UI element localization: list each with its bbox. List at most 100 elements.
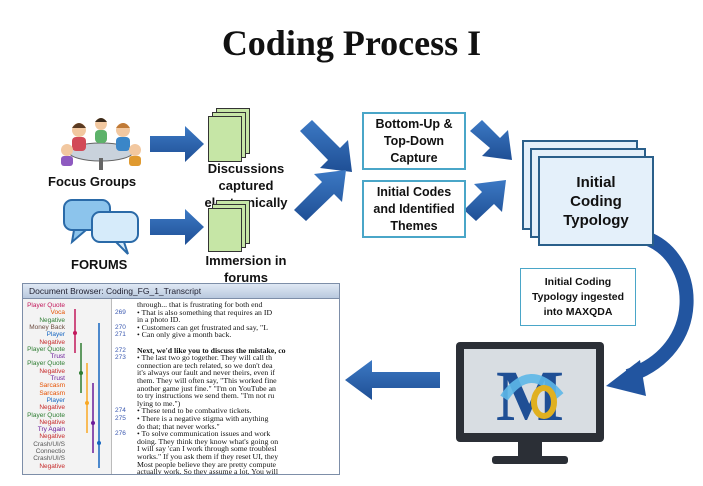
line-text: them. They will often say, "This worked … [137, 376, 277, 385]
arrow-discussions-to-capture [300, 120, 352, 172]
code-label[interactable]: Trust [50, 353, 65, 361]
transcript-line: 273• The last two go together. They will… [115, 353, 339, 362]
line-text: actually work. So they assume a lot. You… [137, 467, 278, 475]
code-label[interactable]: Negative [39, 338, 65, 346]
code-label[interactable]: Negative [39, 418, 65, 426]
line-number: 274 [115, 407, 126, 415]
code-label[interactable]: Negative [39, 462, 65, 470]
line-text: it's always our fault and never theirs, … [137, 368, 276, 378]
document-browser-titlebar: Document Browser: Coding_FG_1_Transcript [23, 284, 339, 299]
line-text: I will say 'can I work through some trou… [137, 444, 277, 454]
line-text: to try instructions we send them. "I'm n… [137, 391, 275, 401]
code-label[interactable]: Connectio [35, 448, 65, 455]
code-label[interactable]: Player Quote [27, 360, 65, 368]
themes-line-3: Themes [390, 218, 438, 233]
code-label[interactable]: Negative [39, 404, 65, 412]
line-text: doing. They think they know what's going… [137, 436, 279, 446]
typology-card-front: Initial Coding Typology [538, 156, 654, 246]
typology-line-2: Coding [570, 192, 622, 210]
code-label[interactable]: Sarcasm [39, 389, 65, 397]
line-text: works." If you ask them if they reset UI… [137, 452, 279, 461]
discussions-line-2: captured [218, 178, 274, 193]
line-number: 275 [115, 415, 126, 422]
page-title: Coding Process I [221, 23, 482, 63]
transcript-line: doing. They think they know what's going… [115, 436, 339, 446]
code-label[interactable]: Player [46, 331, 65, 339]
transcript-line: 271 • Can only give a month back. [115, 330, 339, 340]
code-label[interactable]: Player Quote [27, 345, 65, 353]
transcript-line: 275 • There is a negative stigma with any… [115, 414, 339, 423]
transcript-line: Most people believe they are pretty comp… [115, 459, 339, 469]
ingest-line-1: Initial Coding [544, 275, 612, 288]
line-text: • Can only give a month back. [137, 330, 232, 340]
forums-label: FORUMS [71, 257, 128, 272]
arrow-immersion-to-themes [294, 170, 346, 221]
typology-line-3: Typology [563, 211, 629, 229]
code-label[interactable]: Negative [39, 367, 65, 375]
transcript-line: do that; that never works." [115, 422, 339, 431]
immersion-label: Immersion in forums [196, 252, 296, 286]
arrow-capture-to-typology [470, 120, 512, 160]
line-number: 270 [115, 323, 126, 331]
arrow-maxqda-to-screenshot [345, 360, 440, 400]
discussions-line-1: Discussions [207, 161, 285, 176]
arrow-themes-to-typology [464, 180, 506, 221]
transcript-line: lying to me.") [115, 399, 339, 408]
transcript-line: actually work. So they assume a lot. You… [115, 467, 339, 475]
code-label[interactable]: Sarcasm [39, 382, 65, 390]
line-text: • Customers can get frustrated and say, … [137, 322, 268, 332]
code-label[interactable]: Crash/UI/S [33, 440, 65, 448]
maxqda-monitor-icon: M [456, 342, 604, 464]
line-text: Next, we'd like you to discuss the mista… [137, 345, 286, 355]
code-label[interactable]: Player Quote [27, 411, 65, 419]
themes-line-1: Initial Codes [376, 184, 452, 199]
code-label[interactable]: Money Back [29, 323, 65, 331]
transcript-line: 270 • Customers can get frustrated and sa… [115, 322, 339, 332]
capture-line-3: Capture [390, 150, 438, 165]
line-text: • That is also something that requires a… [137, 307, 273, 317]
immersion-line-2: forums [223, 270, 269, 285]
line-number: 271 [115, 331, 126, 339]
themes-box: Initial Codes and Identified Themes [362, 180, 466, 238]
transcript-line: in a photo ID. [115, 315, 339, 324]
code-label[interactable]: Negative [39, 433, 65, 441]
line-number: 276 [115, 430, 126, 438]
ingest-box: Initial Coding Typology ingested into MA… [520, 268, 636, 326]
code-label[interactable]: Voca [50, 309, 65, 317]
line-text: • These tend to be combative tickets. [137, 406, 252, 416]
code-label[interactable]: Try Again [37, 426, 65, 434]
ingest-line-2: Typology ingested [532, 290, 624, 303]
capture-line-1: Bottom-Up & [375, 116, 453, 131]
arrow-curve-head [606, 360, 646, 396]
line-text: Most people believe they are pretty comp… [137, 459, 276, 469]
code-label[interactable]: Player Quote [27, 302, 65, 309]
transcript-line: them. They will often say, "This worked … [115, 376, 339, 385]
code-label[interactable]: Player [46, 396, 65, 404]
transcript-line: 276 • To solve communication issues and w… [115, 429, 339, 439]
transcript-line: it's always our fault and never theirs, … [115, 368, 339, 378]
code-label[interactable]: Negative [39, 316, 65, 324]
arrow-focus-to-discussions [150, 126, 204, 162]
ingest-line-3: into MAXQDA [543, 305, 613, 318]
transcript-line: connection are tech related, so we don't… [115, 360, 339, 370]
themes-line-2: and Identified [373, 201, 455, 216]
line-text: • To solve communication issues and work [137, 429, 271, 439]
doc-card-front [208, 208, 242, 252]
transcript-line: to try instructions we send them. "I'm n… [115, 391, 339, 401]
line-text: another game just fine." "I'm on YouTube… [137, 383, 276, 393]
line-number: 269 [115, 308, 126, 316]
code-label[interactable]: Crash/UI/S [33, 455, 65, 463]
line-number: 273 [115, 354, 126, 362]
code-brackets [73, 309, 101, 468]
code-label[interactable]: Trust [50, 375, 65, 382]
line-text: • There is a negative stigma with anythi… [137, 414, 269, 423]
doc-card-front [208, 116, 242, 162]
line-text: connection are tech related, so we don't… [137, 360, 273, 370]
maxqda-document-browser: Document Browser: Coding_FG_1_Transcript… [22, 283, 340, 475]
transcript-line: works." If you ask them if they reset UI… [115, 452, 339, 461]
transcript-line: through... that is frustrating for both … [115, 300, 339, 309]
immersion-line-1: Immersion in [205, 253, 287, 268]
